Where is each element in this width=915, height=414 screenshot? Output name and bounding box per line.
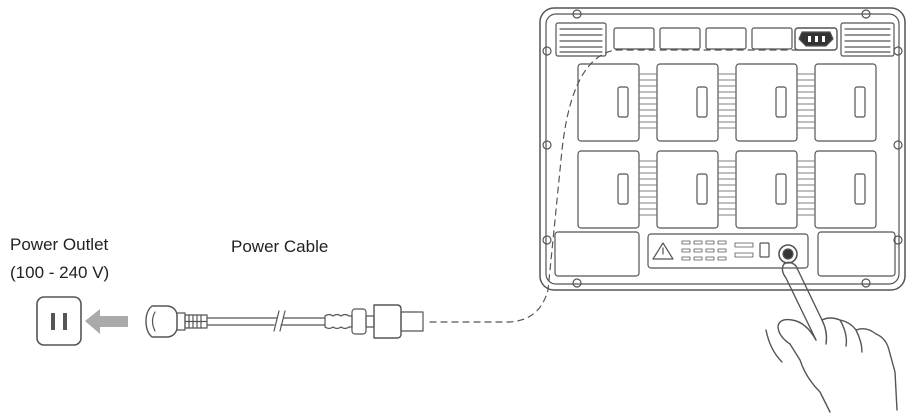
voltage-range-label: (100 - 240 V) bbox=[10, 263, 110, 282]
control-panel bbox=[647, 233, 809, 269]
charging-hub bbox=[539, 7, 906, 291]
wall-outlet-icon bbox=[36, 296, 82, 346]
right-vent-grille bbox=[840, 22, 895, 57]
power-cable-label: Power Cable bbox=[231, 237, 329, 256]
power-outlet-label: Power Outlet bbox=[10, 235, 109, 254]
power-cable bbox=[206, 310, 326, 332]
mounting-tabs bbox=[542, 9, 903, 288]
left-vent-grille bbox=[555, 22, 607, 57]
slot-separators bbox=[639, 73, 815, 216]
power-button bbox=[778, 244, 798, 264]
top-ports bbox=[613, 27, 793, 50]
insert-arrow-icon bbox=[85, 309, 128, 334]
iec-connector-icon bbox=[324, 304, 424, 339]
ac-inlet-icon bbox=[794, 27, 838, 51]
bottom-left-panel bbox=[554, 231, 640, 277]
pointing-hand-icon bbox=[765, 261, 898, 413]
warning-triangle-icon bbox=[652, 242, 674, 260]
battery-slots-row-2 bbox=[577, 150, 877, 229]
indicator-leds bbox=[681, 240, 754, 261]
battery-slots-row-1 bbox=[577, 63, 877, 142]
bottom-right-panel bbox=[817, 231, 896, 277]
connection-dashed-line bbox=[429, 49, 801, 323]
power-plug-icon bbox=[145, 305, 208, 338]
